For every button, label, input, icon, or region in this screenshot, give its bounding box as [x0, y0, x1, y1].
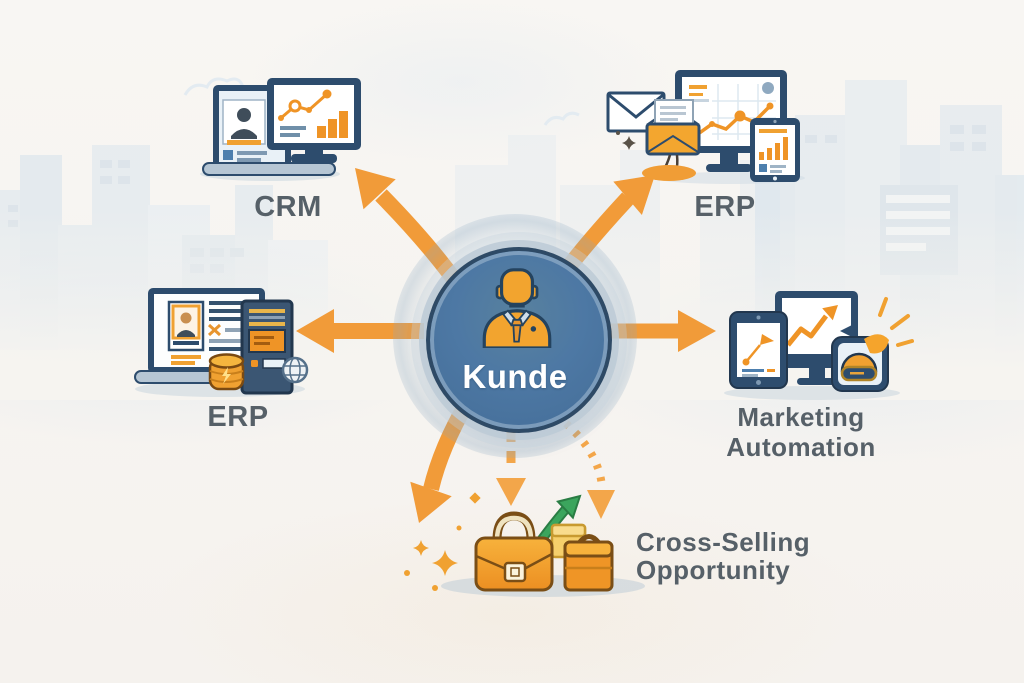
cross-selling-label: Cross-Selling Opportunity	[636, 528, 856, 584]
hub-kunde: Kunde	[393, 214, 637, 458]
dashed-arrows	[496, 411, 615, 519]
marketing-label-line2: Automation	[726, 432, 876, 462]
tablet-bar-chart-icon	[750, 118, 800, 182]
marketing-label: Marketing Automation	[696, 402, 906, 462]
hub-label: Kunde	[462, 358, 568, 395]
cross-selling-label-line2: Opportunity	[636, 555, 791, 585]
sparkles-icon	[404, 492, 481, 591]
crm-illustration	[200, 78, 361, 181]
open-envelope-letter-icon	[642, 99, 701, 181]
arrow-to-marketing	[600, 310, 716, 352]
crm-node	[185, 58, 385, 188]
erp-top-illustration	[606, 70, 805, 184]
erp-top-label: ERP	[694, 191, 756, 223]
database-barrel-icon	[208, 353, 245, 391]
marketing-label-line1: Marketing	[737, 402, 865, 432]
small-briefcase-icon	[563, 534, 614, 592]
server-tower-icon	[240, 299, 294, 395]
automation-device-icon	[831, 325, 889, 392]
crm-label: CRM	[254, 191, 322, 223]
sparkle-icon	[616, 131, 636, 150]
briefcase-icon	[474, 511, 554, 592]
spark-rays-icon	[878, 297, 914, 347]
customer-person-icon	[482, 268, 552, 348]
tablet-flag-chart-icon	[729, 311, 788, 389]
marketing-illustration	[724, 291, 914, 400]
dashed-arrow-curved	[553, 411, 615, 519]
erp-left-label: ERP	[207, 401, 269, 433]
cross-selling-node	[393, 468, 648, 616]
cross-selling-illustration	[404, 492, 645, 597]
erp-top-node	[598, 56, 813, 188]
erp-left-node	[125, 275, 320, 405]
monitor-growth-chart-icon	[267, 78, 361, 163]
cross-selling-label-line1: Cross-Selling	[636, 527, 811, 557]
globe-icon	[281, 356, 309, 384]
dashed-arrow-down	[496, 430, 526, 506]
arrow-to-erp-left	[296, 309, 424, 353]
cloud-outline-icon	[183, 77, 580, 126]
marketing-node	[712, 283, 922, 405]
erp-left-illustration	[134, 288, 309, 397]
